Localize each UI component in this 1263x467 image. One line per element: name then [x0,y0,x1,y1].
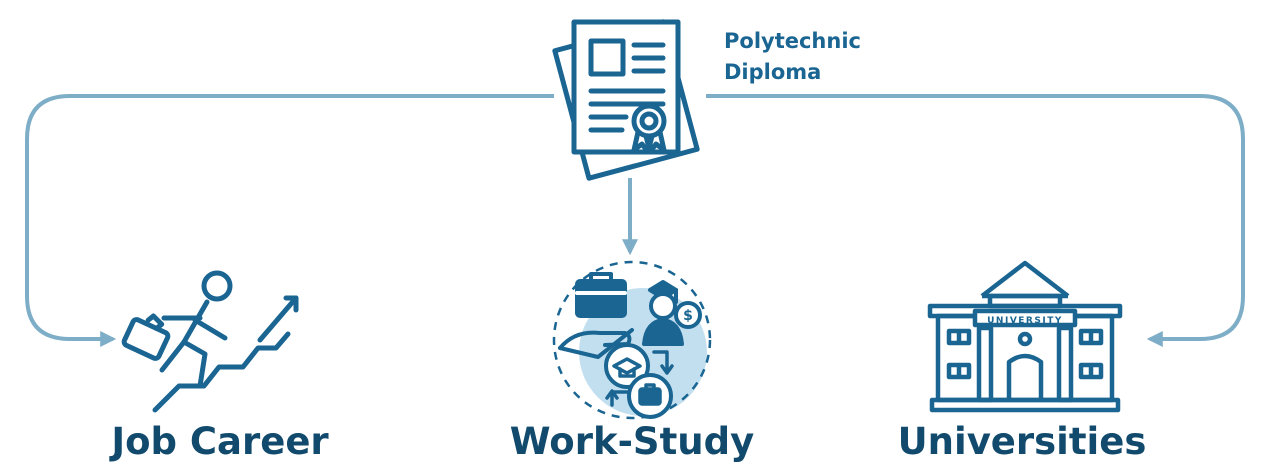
work-study-icon: $ [552,260,712,420]
destination-label-work-study: Work-Study [509,420,755,463]
university-sign-text: UNIVERSITY [987,316,1063,326]
destination-label-job-career: Job Career [111,420,329,463]
connector-to-job-career [25,94,554,347]
diploma-certificate-icon [552,19,700,181]
source-label: Polytechnic Diploma [724,26,924,88]
destination-label-universities: Universities [897,420,1147,463]
connector-to-universities [706,94,1245,347]
career-climb-icon [121,270,299,413]
source-label-line1: Polytechnic [724,29,861,53]
source-label-line2: Diploma [724,60,822,84]
svg-text:$: $ [683,308,693,324]
university-building-icon [927,260,1123,413]
